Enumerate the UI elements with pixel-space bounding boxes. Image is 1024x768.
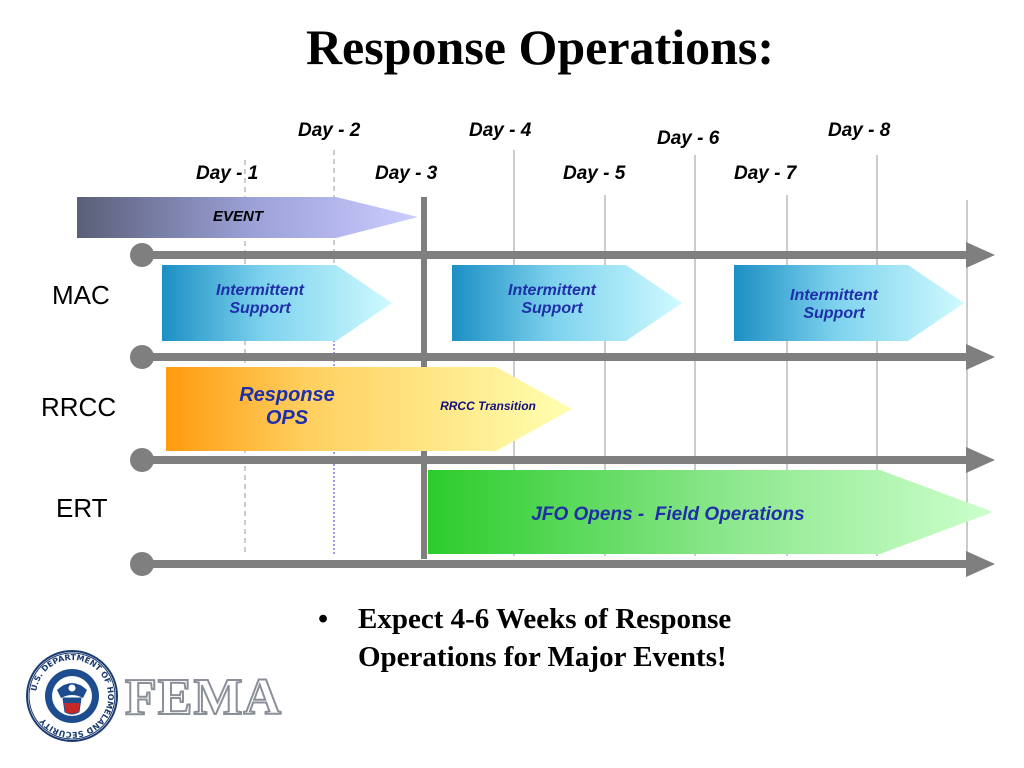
rrcc-bar — [166, 367, 572, 451]
bullet-text: Expect 4-6 Weeks of Response Operations … — [358, 603, 732, 674]
mac-bar-1 — [162, 265, 392, 341]
day-label-7: Day - 7 — [734, 163, 797, 184]
track-1 — [130, 242, 995, 268]
jfo-bar — [428, 470, 993, 554]
mac-bar-3-label: Intermittent Support — [790, 287, 878, 323]
day-label-6: Day - 6 — [657, 128, 720, 149]
row-label-ert: ERT — [56, 493, 108, 523]
event-label: EVENT — [212, 208, 263, 225]
row-label-rrcc: RRCC — [41, 392, 117, 422]
mac-bar-1-label: Intermittent Support — [216, 282, 304, 318]
day-label-2: Day - 2 — [298, 120, 361, 141]
bullet-dot: • — [318, 603, 329, 635]
day-label-8: Day - 8 — [828, 120, 891, 141]
event-bar — [77, 197, 418, 238]
mac-bar-2 — [452, 265, 682, 341]
fema-wordmark: FEMA — [124, 668, 283, 727]
jfo-label: JFO Opens - Field Operations — [531, 504, 805, 525]
day-label-3: Day - 3 — [375, 163, 438, 184]
mac-bar-3 — [734, 265, 964, 341]
dhs-seal-logo: U.S. DEPARTMENT OF HOMELAND SECURITY — [26, 650, 118, 742]
row-label-mac: MAC — [52, 280, 110, 310]
mac-bar-2-label: Intermittent Support — [508, 282, 596, 318]
track-4 — [130, 551, 995, 577]
track-2 — [130, 344, 995, 370]
rrcc-transition-label: RRCC Transition — [440, 399, 536, 413]
track-lines — [130, 242, 995, 577]
day-label-1: Day - 1 — [196, 163, 259, 184]
response-ops-label: Response OPS — [239, 384, 335, 429]
day-label-4: Day - 4 — [469, 120, 532, 141]
page-title: Response Operations: — [305, 19, 775, 75]
day-label-5: Day - 5 — [563, 163, 626, 184]
track-3 — [130, 447, 995, 473]
